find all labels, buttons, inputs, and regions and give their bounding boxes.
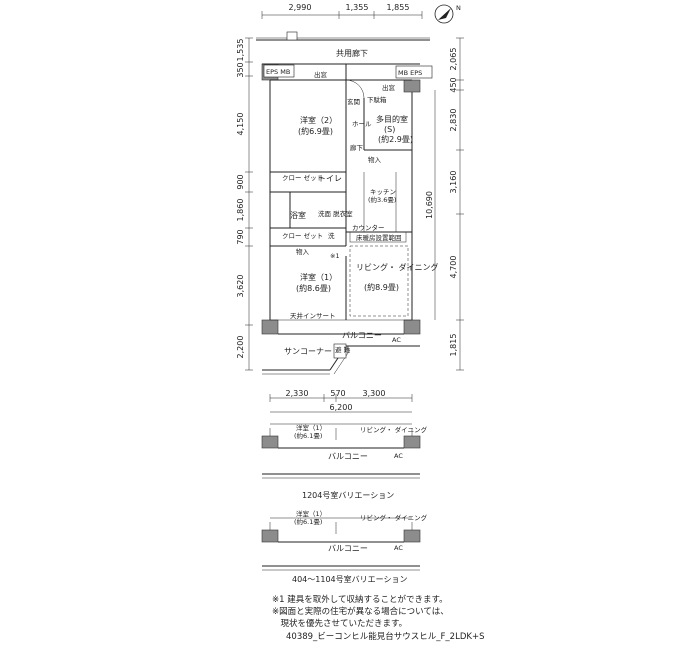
right-dim-2: 450 [449, 77, 458, 92]
bottom-dimension-line: 2,330 570 3,300 6,200 [269, 389, 413, 413]
top-dim-3: 1,855 [387, 3, 410, 12]
kitchen-size: (約3.6畳) [368, 195, 396, 204]
storage-label: 物入 [368, 155, 382, 164]
left-dim-3: 4,150 [236, 113, 245, 136]
multi-room-label: 多目的室 [376, 114, 408, 124]
bottom-dim-1: 2,330 [286, 389, 309, 398]
western1-label: 洋室（1） [300, 272, 337, 282]
note1-mark: ※1 [330, 252, 340, 260]
counter-label: カウンター [352, 223, 385, 232]
notes-block: ※1 建具を取外して収納することができます。 ※図面と実際の住宅が異なる場合につ… [272, 594, 449, 630]
floorheat-label: 床暖房設置範囲 [356, 233, 402, 242]
western2-label: 洋室（2） [300, 115, 337, 125]
variation1-balcony: バルコニー [328, 452, 368, 461]
left-dim-8: 2,200 [236, 336, 245, 359]
note-1: ※1 建具を取外して収納することができます。 [272, 595, 448, 605]
main-floor-plan: EPS MB MB EPS 出窓 出窓 洋室（2） (約6.9畳) 玄関 下駄箱… [261, 63, 439, 375]
left-dim-1: 1,535 [236, 39, 245, 62]
storage2-label: 物入 [296, 247, 310, 256]
right-total-dim: 10,690 [425, 191, 434, 219]
variation2-living: リビング・ ダイニング [360, 513, 428, 522]
balcony-label: バルコニー [342, 331, 382, 340]
living-label: リビング・ ダイニング [356, 262, 439, 272]
washroom-label: 洗面 脱衣室 [318, 209, 353, 218]
corridor-label: 共用廊下 [336, 48, 368, 58]
wash-label: 洗 [328, 231, 335, 240]
corridor-band: 共用廊下 [256, 31, 430, 58]
variation1-caption: 1204号室バリエーション [302, 490, 394, 500]
out-window-label-1: 出窓 [314, 70, 328, 79]
variation1-ac: AC [394, 452, 403, 460]
toilet-label: トイレ [318, 174, 342, 183]
multi-room-s: (S) [384, 125, 395, 134]
variation2-ac: AC [394, 544, 403, 552]
variation1-western: 洋室（1） [296, 423, 326, 432]
variation1-western-size: (約6.1畳) [294, 431, 322, 440]
eps-mb-label: EPS MB [266, 68, 290, 76]
left-dim-2: 350 [236, 62, 245, 77]
variation1-living: リビング・ ダイニング [360, 425, 428, 434]
note-2: ※図面と実際の住宅が異なる場合については、 [272, 607, 449, 617]
closet-label: クロー ゼット [282, 173, 323, 182]
kitchen-label: キッチン [370, 188, 396, 196]
right-dim-4: 3,160 [449, 171, 458, 194]
shoebox-label: 下駄箱 [367, 95, 387, 104]
right-dim-3: 2,830 [449, 109, 458, 132]
bottom-total-dim: 6,200 [330, 403, 353, 412]
variation2-balcony: バルコニー [328, 544, 368, 553]
variation2-western: 洋室（1） [296, 509, 326, 518]
bottom-dim-2: 570 [330, 389, 345, 398]
bath-label: 浴室 [290, 210, 306, 220]
right-dim-1: 2,065 [449, 48, 458, 71]
ac-label-1: AC [392, 336, 401, 344]
bottom-dim-3: 3,300 [363, 389, 386, 398]
hall-label: ホール [352, 120, 372, 128]
sun-corner-label: サンコーナー [284, 347, 332, 356]
footer-caption: 40389_ビーコンヒル能見台サウスヒル_F_2LDK+S [286, 632, 485, 642]
living-size: (約8.9畳) [364, 282, 399, 292]
ceiling-insert-label: 天井インサート [290, 311, 336, 320]
multi-room-size: (約2.9畳) [378, 134, 413, 144]
out-window-label-2: 出窓 [382, 83, 396, 92]
top-dimension-line: 2,990 1,355 1,855 [261, 3, 423, 19]
top-dim-2: 1,355 [346, 3, 369, 12]
variation2-caption: 404〜1104号室バリエーション [292, 574, 407, 584]
variation2-western-size: (約6.1畳) [294, 517, 322, 526]
right-dim-6: 1,815 [449, 334, 458, 357]
hallway-label: 廊下 [350, 143, 364, 152]
right-dim-5: 4,700 [449, 256, 458, 279]
left-dimension-line: 1,535 350 4,150 900 1,860 790 3,620 2,20… [236, 37, 253, 371]
top-dim-1: 2,990 [289, 3, 312, 12]
note-3: 現状を優先させていただきます。 [272, 619, 408, 629]
compass-icon: N [434, 4, 461, 24]
entrance-label: 玄関 [347, 97, 360, 106]
compass-label: N [456, 4, 461, 12]
western2-size: (約6.9畳) [298, 126, 333, 136]
left-dim-6: 790 [236, 229, 245, 244]
left-dim-7: 3,620 [236, 275, 245, 298]
right-dimension-line: 2,065 450 2,830 3,160 4,700 1,815 10,690 [425, 37, 464, 371]
variation-404-1104: 洋室（1） (約6.1畳) リビング・ ダイニング バルコニー AC 404〜1… [261, 509, 428, 584]
western1-size: (約8.6畳) [296, 283, 331, 293]
evacuation-label: 避 難 [335, 345, 351, 354]
variation-1204: 洋室（1） (約6.1畳) リビング・ ダイニング バルコニー AC 1204号… [261, 423, 428, 500]
left-dim-4: 900 [236, 174, 245, 189]
left-dim-5: 1,860 [236, 199, 245, 222]
closet2-label: クロー ゼット [282, 231, 323, 240]
mb-eps-label: MB EPS [398, 69, 422, 77]
